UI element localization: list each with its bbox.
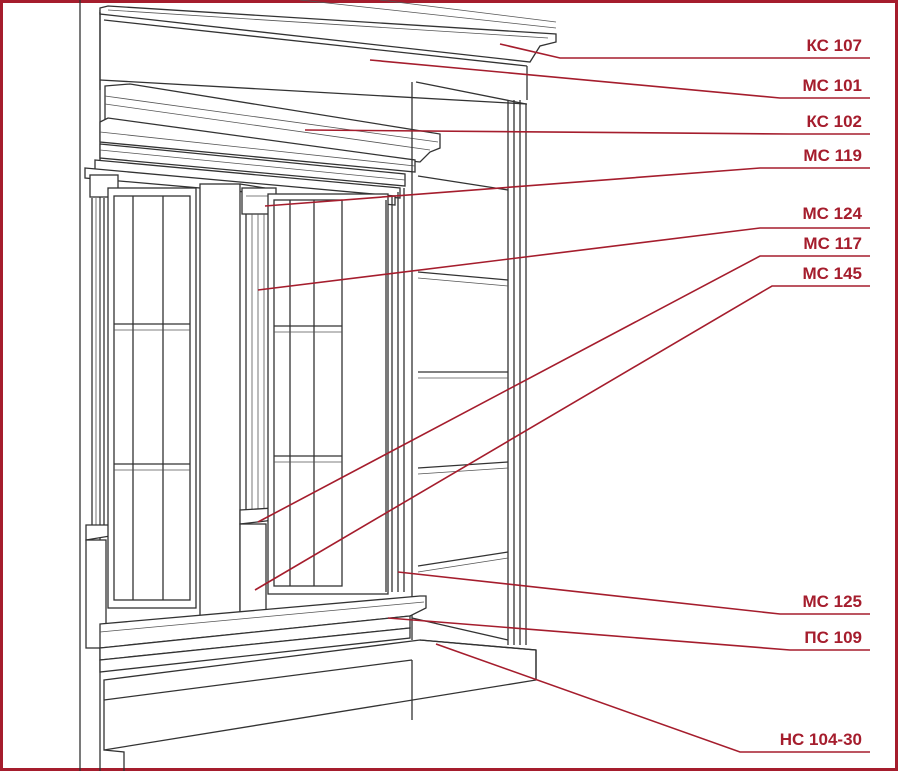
leader-ms145: [254, 285, 870, 591]
label-ks102: КС 102: [806, 112, 862, 131]
label-ps109: ПС 109: [804, 628, 862, 647]
leader-ms125: [397, 571, 870, 615]
leader-ms101: [369, 59, 870, 99]
leader-ps109: [387, 617, 870, 651]
leader-lines: [254, 43, 870, 753]
label-ks107: КС 107: [806, 36, 862, 55]
label-ms117: МС 117: [803, 234, 862, 253]
leader-ms119: [264, 167, 870, 207]
label-ns10430: НС 104-30: [780, 730, 862, 749]
label-ms125: МС 125: [802, 592, 862, 611]
leader-ks102: [304, 129, 870, 135]
label-ms101: МС 101: [802, 76, 862, 95]
label-ms124: МС 124: [802, 204, 862, 223]
leader-ms117: [257, 255, 870, 523]
facade-drawing: [79, 0, 557, 771]
leader-ns10430: [435, 643, 870, 753]
leader-ks107: [499, 43, 870, 59]
label-ms145: МС 145: [802, 264, 862, 283]
label-ms119: МС 119: [803, 146, 862, 165]
leader-ms124: [257, 227, 870, 291]
callout-labels: КС 107 МС 101 КС 102 МС 119 МС 124 МС 11…: [780, 36, 863, 749]
